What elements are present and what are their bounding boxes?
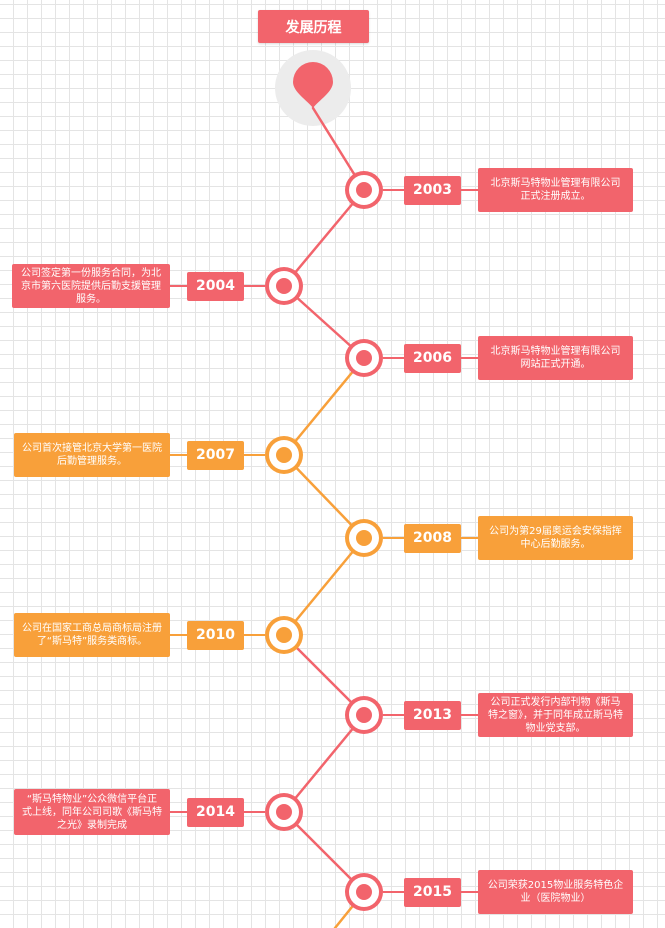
timeline-connector	[282, 536, 366, 637]
timeline-connector	[282, 453, 366, 540]
timeline-node-dot	[276, 804, 292, 820]
timeline-connector	[282, 713, 366, 814]
event-description: 公司首次接管北京大学第一医院后勤管理服务。	[14, 433, 170, 477]
timeline-node-dot	[276, 447, 292, 463]
year-label: 2014	[187, 797, 244, 827]
timeline-node-dot	[356, 350, 372, 366]
year-label: 2004	[187, 271, 244, 301]
event-description: 公司正式发行内部刊物《斯马特之窗》，并于同年成立斯马特物业党支部。	[478, 693, 633, 737]
timeline-node-dot	[356, 530, 372, 546]
event-description: 公司为第29届奥运会安保指挥中心后勤服务。	[478, 516, 633, 560]
timeline-node-dot	[276, 278, 292, 294]
event-description: 北京斯马特物业管理有限公司网站正式开通。	[478, 336, 633, 380]
year-label: 2013	[404, 700, 461, 730]
timeline-connector	[282, 188, 366, 288]
timeline-connector	[282, 356, 366, 457]
timeline-node-dot	[356, 182, 372, 198]
location-pin-icon	[293, 61, 334, 108]
timeline-node-dot	[276, 627, 292, 643]
year-label: 2015	[404, 877, 461, 907]
event-description: 北京斯马特物业管理有限公司正式注册成立。	[478, 168, 633, 212]
event-description: 公司签定第一份服务合同，为北京市第六医院提供后勤支援管理服务。	[12, 264, 170, 308]
page-title: 发展历程	[258, 10, 369, 43]
year-label: 2006	[404, 343, 461, 373]
timeline-node-dot	[356, 884, 372, 900]
event-description: 公司在国家工商总局商标局注册了“斯马特”服务类商标。	[14, 613, 170, 657]
year-label: 2003	[404, 175, 461, 205]
year-label: 2010	[187, 620, 244, 650]
timeline-node-dot	[356, 707, 372, 723]
event-description: 公司荣获2015物业服务特色企业（医院物业）	[478, 870, 633, 914]
year-label: 2008	[404, 523, 461, 553]
year-label: 2007	[187, 440, 244, 470]
event-description: “斯马特物业”公众微信平台正式上线，同年公司司歌《斯马特之光》录制完成	[14, 789, 170, 835]
